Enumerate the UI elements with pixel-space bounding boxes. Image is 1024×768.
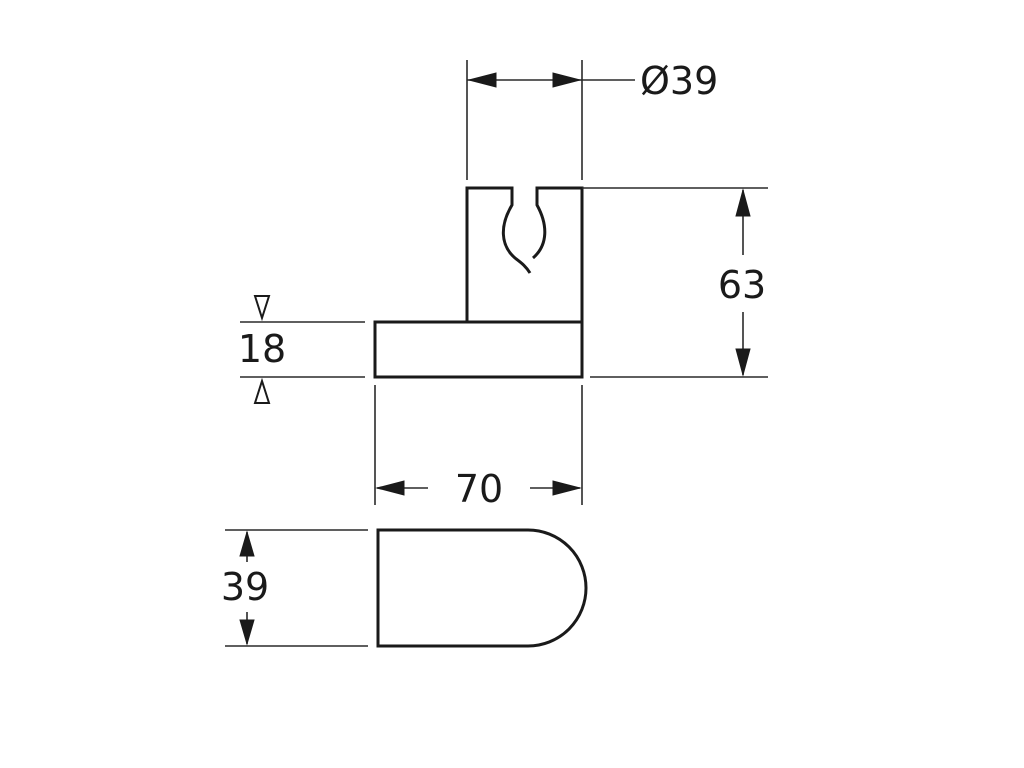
- height-dimension: 63: [582, 187, 768, 378]
- arrow-down: [735, 348, 751, 377]
- thickness-label: 18: [238, 327, 286, 371]
- depth-dimension: 39: [221, 529, 368, 647]
- arrow-left: [375, 480, 405, 496]
- arrow-up: [735, 188, 751, 217]
- arrow-right: [552, 480, 582, 496]
- base-plate-outline: [373, 320, 584, 379]
- arrow-right: [552, 72, 582, 88]
- thickness-dimension: 18: [238, 295, 365, 404]
- front-view: [373, 186, 584, 379]
- diameter-label: Ø39: [640, 59, 718, 103]
- arrow-down-hollow: [253, 295, 271, 322]
- top-view-outline: [376, 528, 588, 648]
- arrow-left: [467, 72, 497, 88]
- arrow-up: [239, 530, 255, 557]
- upright-post-outline: [465, 186, 584, 322]
- arrow-down: [239, 619, 255, 646]
- height-label: 63: [718, 263, 766, 307]
- depth-label: 39: [221, 565, 269, 609]
- width-label: 70: [455, 467, 503, 511]
- arrow-up-hollow: [253, 377, 271, 404]
- diameter-dimension: Ø39: [466, 59, 718, 180]
- width-dimension: 70: [374, 385, 583, 511]
